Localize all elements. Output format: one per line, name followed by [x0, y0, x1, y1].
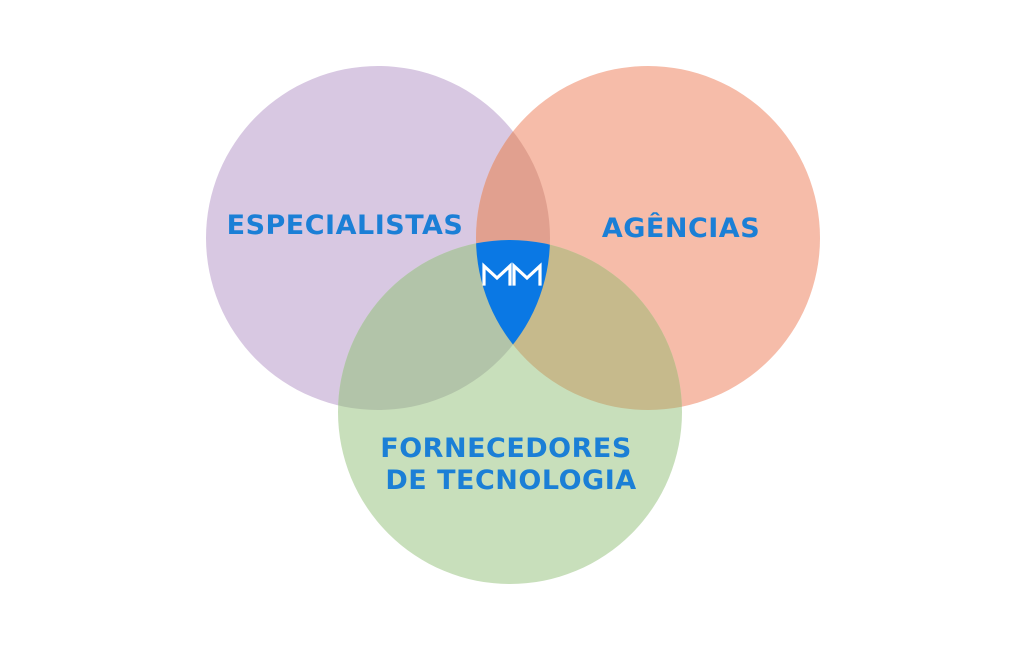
label-agencias: AGÊNCIAS — [602, 212, 760, 244]
label-fornecedores-line-1: FORNECEDORES — [380, 433, 632, 464]
mm-shield-logo-icon — [482, 262, 542, 286]
center-logo-text: MM — [0, 0, 2, 1]
overlap-agencias-fornecedores — [476, 240, 682, 410]
overlap-especialistas-fornecedores — [338, 240, 550, 410]
label-especialistas: ESPECIALISTAS — [227, 210, 464, 241]
label-fornecedores: FORNECEDORES DE TECNOLOGIA — [380, 433, 641, 496]
label-fornecedores-line-2: DE TECNOLOGIA — [385, 465, 636, 496]
